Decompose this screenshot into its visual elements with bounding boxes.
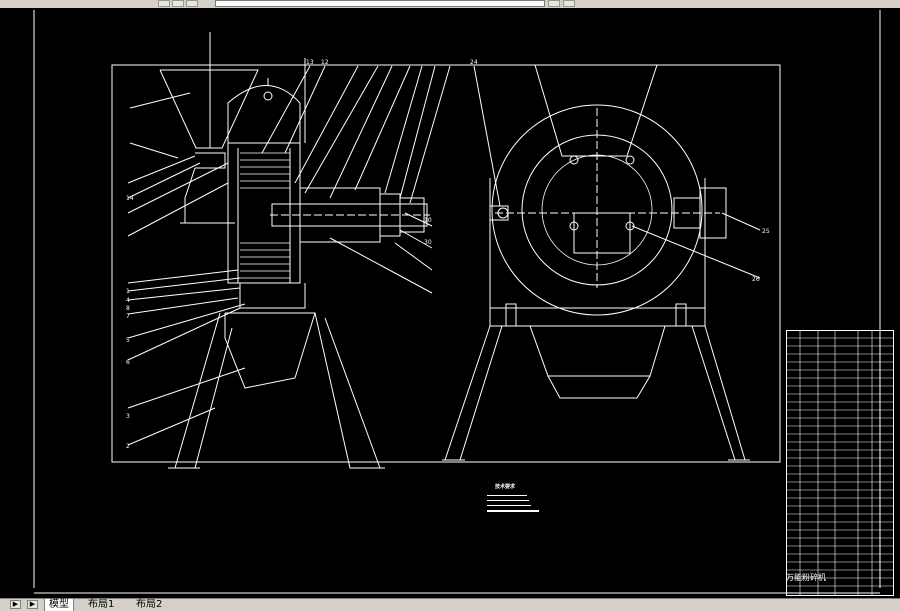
dropdown-icon[interactable] (548, 0, 560, 7)
note-line-2 (487, 496, 529, 501)
front-view (442, 64, 761, 461)
notes-title: 技术要求 (495, 484, 516, 490)
label-24: 24 (470, 59, 478, 66)
cad-drawing: 1 2 3 4 5 6 7 8 14 13 12 24 25 26 10 30 (33, 10, 893, 595)
bom-table (786, 330, 894, 596)
layout-tabs: ▶ ▶ 模型 布局1 布局2 (0, 598, 900, 611)
label-30: 30 (424, 239, 432, 246)
label-14: 14 (126, 195, 134, 202)
first-tab-icon[interactable]: ▶ (10, 600, 21, 609)
section-view (127, 32, 451, 469)
label-8: 8 (126, 305, 130, 312)
label-26: 26 (752, 276, 760, 283)
layer-props-icon[interactable] (563, 0, 575, 7)
label-3: 3 (126, 413, 130, 420)
note-line-4 (487, 506, 539, 512)
layer-field[interactable] (215, 0, 545, 7)
tab-model[interactable]: 模型 (44, 599, 74, 611)
label-6: 6 (126, 359, 130, 366)
label-12: 12 (321, 59, 329, 66)
properties-icon[interactable] (186, 0, 198, 7)
tab-layout2[interactable]: 布局2 (136, 599, 163, 610)
technical-requirements: 技术要求 (487, 484, 547, 512)
label-5: 5 (126, 337, 130, 344)
label-2: 2 (126, 443, 130, 450)
label-10: 10 (424, 217, 432, 224)
bom-table-lines (786, 330, 893, 595)
tab-layout1[interactable]: 布局1 (88, 599, 115, 610)
title-block-name: 万能粉碎机 (786, 573, 826, 582)
pan-icon[interactable] (172, 0, 184, 7)
note-line-3 (487, 501, 531, 506)
inner-frame (111, 64, 781, 463)
label-7: 7 (126, 313, 130, 320)
label-13: 13 (306, 59, 314, 66)
note-line-1 (487, 491, 527, 496)
label-25: 25 (762, 228, 770, 235)
drawing-canvas[interactable]: 1 2 3 4 5 6 7 8 14 13 12 24 25 26 10 30 … (0, 8, 900, 598)
last-tab-icon[interactable]: ▶ (27, 600, 38, 609)
label-4: 4 (126, 297, 130, 304)
zoom-icon[interactable] (158, 0, 170, 7)
label-1: 1 (126, 288, 130, 295)
